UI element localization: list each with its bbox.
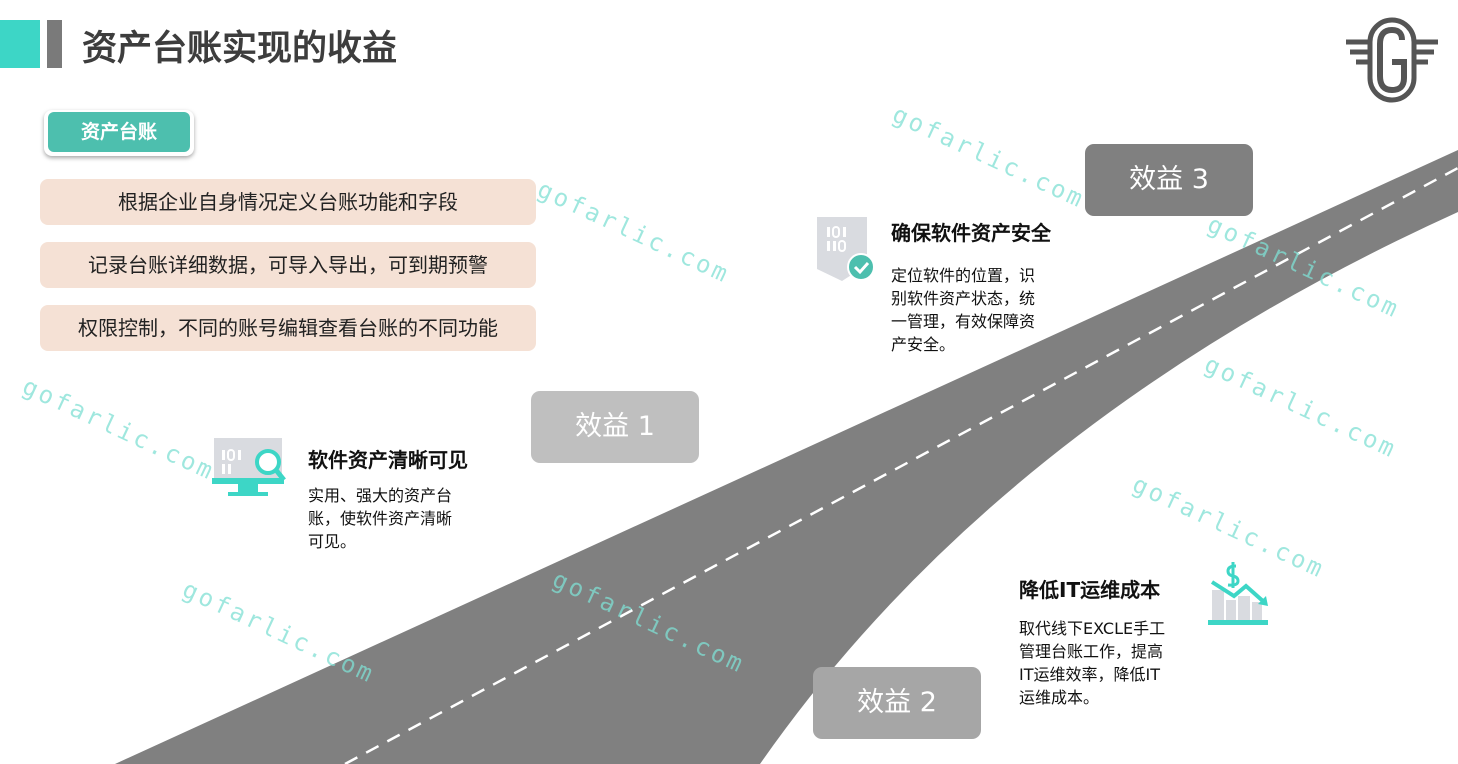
accent-block	[0, 20, 40, 68]
feature-item: 记录台账详细数据，可导入导出，可到期预警	[40, 242, 536, 288]
desc-line: 定位软件的位置，识	[891, 266, 1036, 285]
desc-line: 可见。	[308, 532, 357, 551]
benefit-3-desc: 定位软件的位置，识别软件资产状态，统一管理，有效保障资产安全。	[891, 264, 1035, 356]
page-title: 资产台账实现的收益	[82, 29, 398, 69]
benefit-3-badge: 效益 3	[1085, 144, 1253, 216]
logo-icon	[1346, 17, 1438, 103]
shield-check-icon	[817, 217, 875, 281]
desc-line: 一管理，有效保障资	[891, 312, 1036, 331]
accent-bar	[47, 20, 62, 68]
desc-line: 实用、强大的资产台	[308, 486, 453, 505]
desc-line: 产安全。	[891, 335, 956, 354]
desc-line: 账，使软件资产清晰	[308, 509, 453, 528]
benefit-1-badge: 效益 1	[531, 391, 699, 463]
benefit-2-desc: 取代线下EXCLE手工管理台账工作，提高 IT运维效率，降低IT 运维成本。	[1019, 617, 1165, 709]
benefit-1-desc: 实用、强大的资产台账，使软件资产清晰可见。	[308, 484, 452, 553]
benefit-1-title: 软件资产清晰可见	[308, 448, 468, 472]
cost-down-chart-icon	[1208, 562, 1268, 625]
feature-item: 根据企业自身情况定义台账功能和字段	[40, 179, 536, 225]
feature-item: 权限控制，不同的账号编辑查看台账的不同功能	[40, 305, 536, 351]
desc-line: 管理台账工作，提高	[1019, 642, 1164, 661]
asset-ledger-tag: 资产台账	[44, 110, 194, 156]
desc-line: 取代线下EXCLE手工	[1019, 619, 1166, 638]
benefit-2-badge: 效益 2	[813, 667, 981, 739]
desc-line: 运维成本。	[1019, 688, 1100, 707]
benefit-3-title: 确保软件资产安全	[891, 221, 1051, 245]
benefit-2-title: 降低IT运维成本	[1019, 578, 1161, 602]
tag-label: 资产台账	[48, 112, 190, 152]
desc-line: IT运维效率，降低IT	[1019, 665, 1160, 684]
desc-line: 别软件资产状态，统	[891, 289, 1036, 308]
monitor-search-icon	[212, 438, 286, 496]
